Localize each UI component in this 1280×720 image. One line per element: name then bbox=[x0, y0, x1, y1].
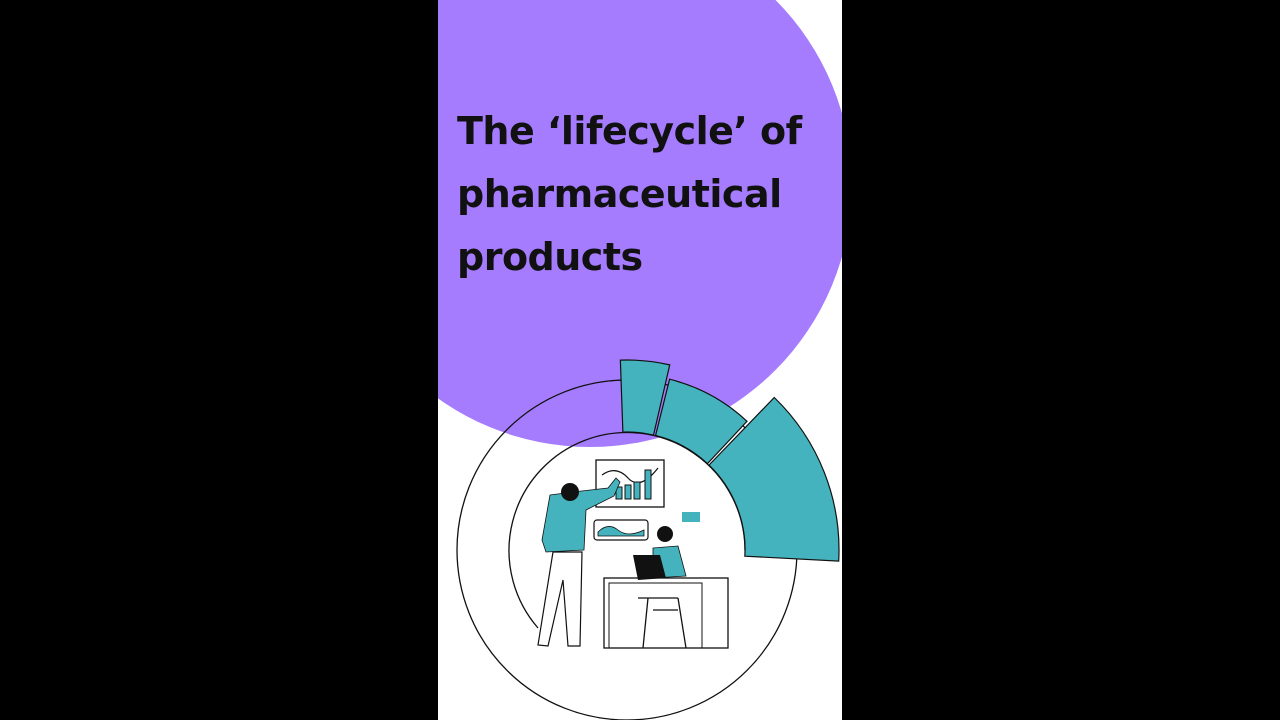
video-frame: The ‘lifecycle’ of pharmaceutical produc… bbox=[438, 0, 842, 720]
inner-ring bbox=[508, 431, 746, 629]
desk-with-woman bbox=[603, 526, 729, 649]
purple-circle bbox=[438, 0, 842, 447]
standing-man bbox=[537, 477, 621, 647]
speech-bubble bbox=[593, 512, 700, 541]
page-title: The ‘lifecycle’ of pharmaceutical produc… bbox=[457, 109, 802, 279]
chart-board bbox=[595, 459, 665, 508]
illustration bbox=[438, 0, 842, 720]
